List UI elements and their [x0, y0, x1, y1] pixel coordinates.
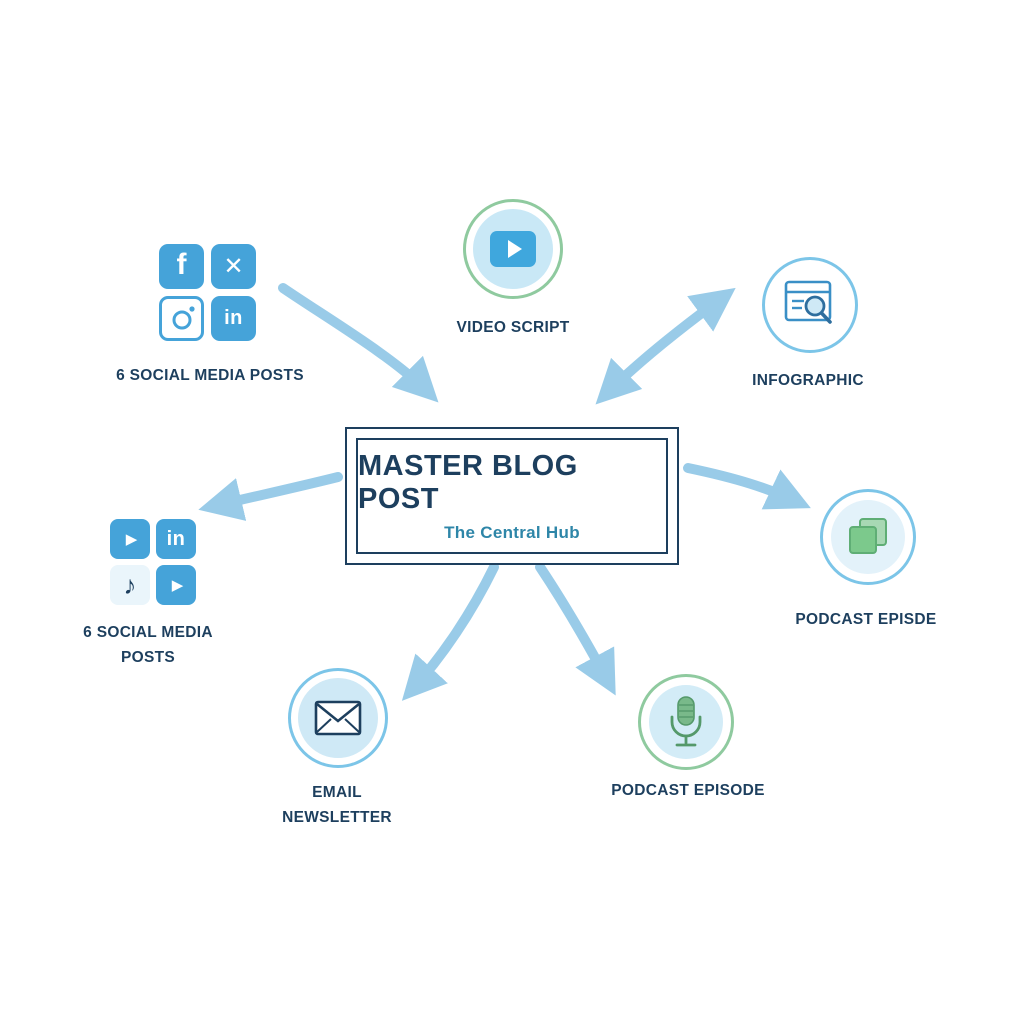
hub-subtitle: The Central Hub: [444, 522, 580, 542]
arrow-hub-to-podcast-right: [683, 463, 811, 510]
social-top-icon-grid: f ✕ in: [159, 244, 256, 341]
podcast-right-circle-fill: [831, 500, 905, 574]
email-newsletter-label: EMAIL NEWSLETTER: [282, 784, 392, 826]
tiktok-icon: ♪: [110, 565, 150, 605]
youtube-icon: ▶: [110, 519, 150, 559]
social-left-label: 6 SOCIAL MEDIA POSTS: [83, 624, 213, 666]
social-top-label: 6 SOCIAL MEDIA POSTS: [116, 367, 304, 384]
linkedin-glyph: in: [224, 307, 243, 329]
email-newsletter-node: [288, 668, 388, 768]
linkedin-glyph: in: [166, 527, 186, 550]
x-glyph: ✕: [223, 253, 244, 280]
youtube-icon: ▶: [156, 565, 196, 605]
master-blog-post-inner-frame: MASTER BLOG POST The Central Hub: [356, 438, 668, 554]
arrow-hub-to-infographic: [595, 287, 736, 405]
linkedin-icon: in: [211, 296, 256, 341]
podcast-bottom-node: [638, 674, 734, 770]
youtube-play-glyph: ▶: [171, 577, 184, 594]
play-triangle-icon: [507, 240, 522, 258]
video-script-circle-fill: [473, 209, 553, 289]
video-script-label: VIDEO SCRIPT: [456, 319, 570, 336]
hub-title: MASTER BLOG POST: [358, 449, 578, 515]
arrow-hub-to-email: [401, 562, 499, 701]
podcast-bottom-circle-fill: [649, 685, 723, 759]
arrow-hub-to-podcast-bottom: [535, 562, 616, 696]
instagram-icon: [159, 296, 204, 341]
infographic-label: INFOGRAPHIC: [752, 372, 864, 389]
podcast-right-node: [820, 489, 916, 585]
music-note-glyph: ♪: [123, 569, 137, 600]
master-blog-post-box: MASTER BLOG POST The Central Hub: [345, 427, 679, 565]
facebook-icon: f: [159, 244, 204, 289]
layered-squares-icon: [849, 518, 887, 554]
email-circle-fill: [298, 678, 378, 758]
infographic-node: [762, 257, 858, 353]
linkedin-icon: in: [156, 519, 196, 559]
social-left-icon-grid: ▶ in ♪ ▶: [110, 519, 196, 605]
arrow-social-top-to-hub: [278, 283, 439, 403]
podcast-bottom-label: PODCAST EPISODE: [611, 782, 765, 799]
youtube-play-glyph: ▶: [125, 531, 138, 548]
browser-magnifier-icon: [784, 280, 832, 324]
video-play-icon: [490, 231, 536, 267]
x-twitter-icon: ✕: [211, 244, 256, 289]
podcast-right-label: PODCAST EPISDE: [795, 611, 937, 628]
facebook-glyph: f: [176, 247, 187, 281]
envelope-icon: [314, 700, 362, 736]
arrow-hub-to-social-left: [198, 472, 343, 521]
microphone-icon: [670, 696, 702, 747]
instagram-camera-icon: [172, 305, 195, 329]
video-script-node: [463, 199, 563, 299]
